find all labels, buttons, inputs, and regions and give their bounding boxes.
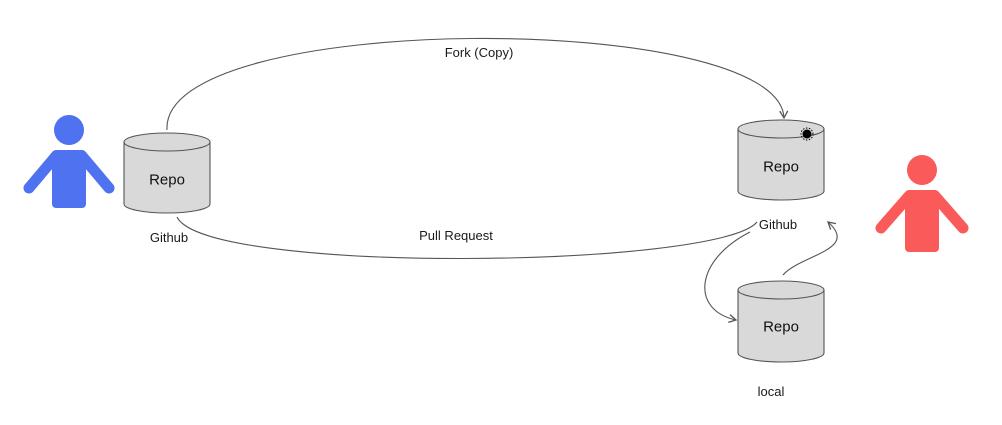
pull-request-label: Pull Request <box>419 228 493 243</box>
local-repo-location: local <box>757 384 785 399</box>
right-repo-label: Repo <box>763 158 799 176</box>
local-repo-cylinder <box>737 280 825 363</box>
clone-arrow <box>704 231 751 324</box>
right-repo-location: Github <box>758 217 798 232</box>
local-repo-label: Repo <box>763 318 799 336</box>
left-repo-cylinder <box>123 132 211 214</box>
fork-arrow <box>166 37 789 131</box>
left-person-icon <box>23 115 115 208</box>
right-person-icon <box>875 155 969 252</box>
left-repo-label: Repo <box>149 171 185 189</box>
left-repo-location: Github <box>149 230 189 245</box>
push-arrow <box>782 221 838 276</box>
pointer-cursor-icon <box>800 127 814 141</box>
right-repo-cylinder <box>737 119 825 201</box>
fork-label: Fork (Copy) <box>444 45 514 60</box>
pull-request-connector <box>176 216 758 260</box>
